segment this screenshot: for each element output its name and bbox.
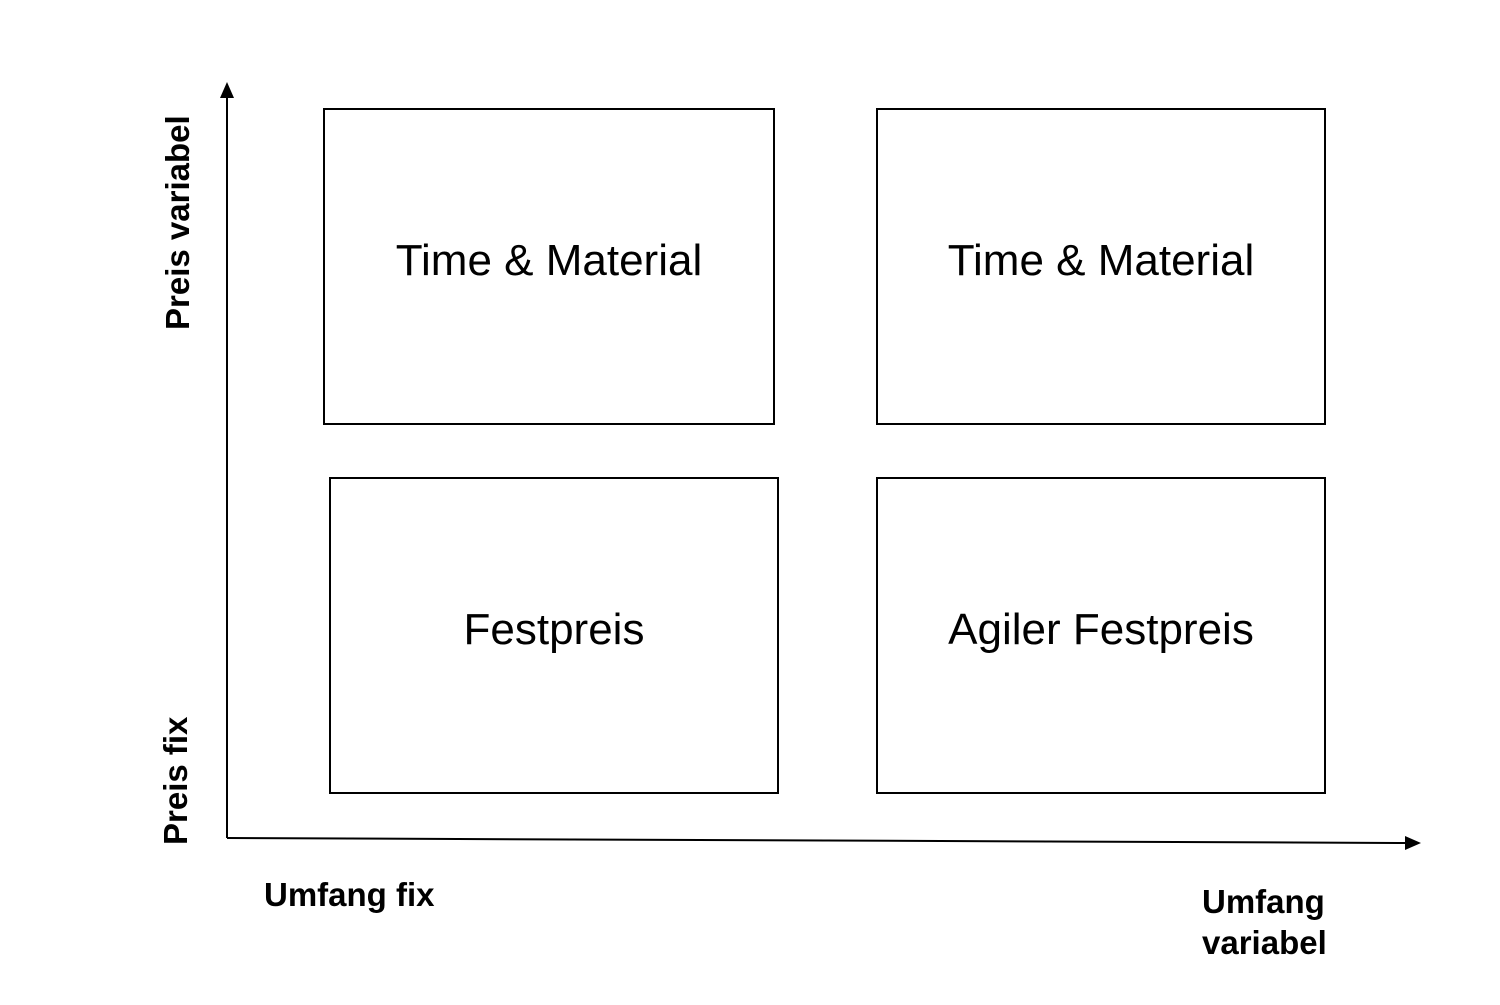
- x-axis-arrowhead: [1405, 836, 1421, 850]
- y-axis-bottom-label: Preis fix: [157, 716, 194, 845]
- x-axis-left-label: Umfang fix: [264, 876, 435, 913]
- quadrant-bottom-left-label: Festpreis: [463, 604, 645, 654]
- quadrant-bottom-right-label: Agiler Festpreis: [948, 604, 1254, 654]
- y-axis-top-label: Preis variabel: [159, 115, 196, 330]
- quadrant-top-left-label: Time & Material: [395, 235, 703, 285]
- x-axis-right-label: Umfang variabel: [1202, 881, 1327, 964]
- x-axis-right-label-line2: variabel: [1202, 924, 1327, 962]
- quadrant-bottom-left: Festpreis: [329, 477, 779, 794]
- y-axis-arrowhead: [220, 82, 234, 98]
- quadrant-top-right-label: Time & Material: [947, 235, 1255, 285]
- quadrant-top-right: Time & Material: [876, 108, 1326, 425]
- quadrant-top-left: Time & Material: [323, 108, 775, 425]
- x-axis-right-label-line1: Umfang: [1202, 883, 1325, 920]
- quadrant-bottom-right: Agiler Festpreis: [876, 477, 1326, 794]
- x-axis-line: [226, 837, 1407, 844]
